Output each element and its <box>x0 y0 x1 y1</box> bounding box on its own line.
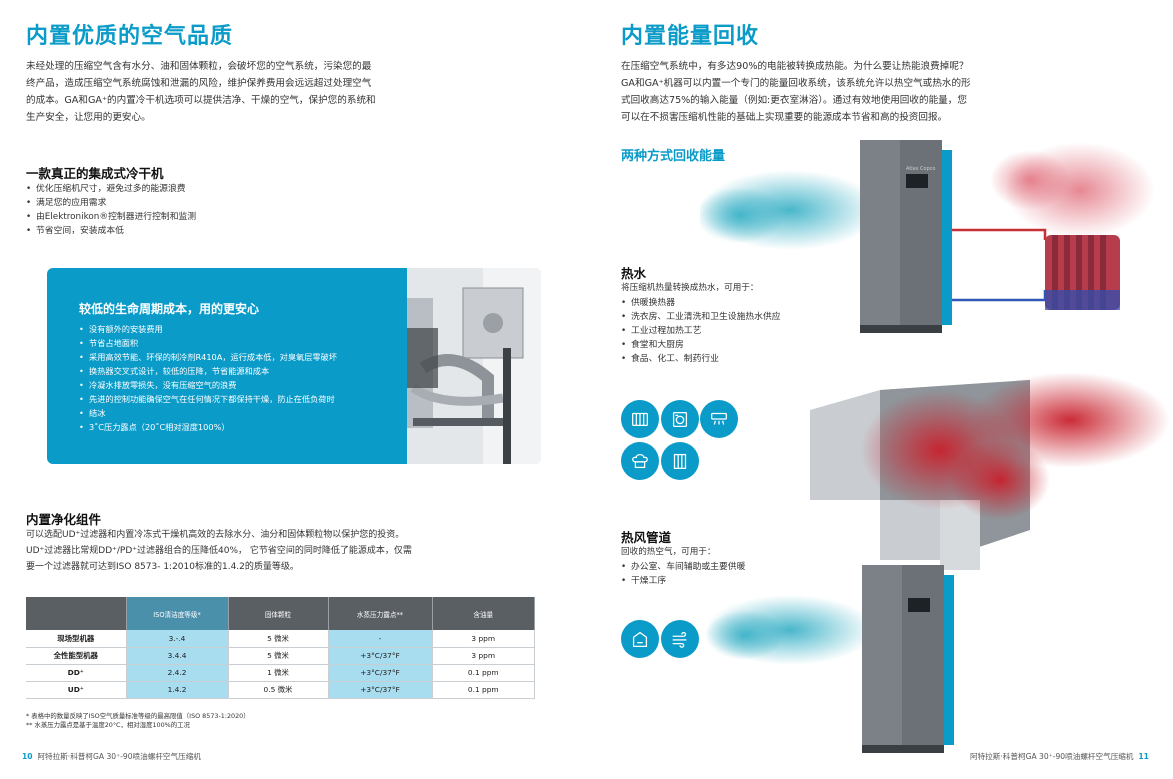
table-header: 固体颗粒 <box>228 597 329 630</box>
chef-hat-icon <box>621 442 659 480</box>
right-intro: 在压缩空气系统中，有多达90%的电能被转换成热能。为什么要让热能浪费掉呢？ GA… <box>621 61 971 123</box>
table-footnotes: * 表格中的数量反映了ISO空气质量标准等级的最高限值（ISO 8573-1:2… <box>26 712 250 729</box>
list-item: 工业过程加热工艺 <box>621 324 821 338</box>
factory-icon <box>661 442 699 480</box>
purity-table: ISO清洁度等级* 固体颗粒 水蒸压力露点** 含油量 现场型机器 3.-.4 … <box>26 597 535 699</box>
table-cell: 3 ppm <box>432 647 535 665</box>
list-item: 采用高效节能、环保的制冷剂R410A，运行成本低，对臭氧层零破坏 <box>79 350 399 364</box>
table-header: 水蒸压力露点** <box>328 597 433 630</box>
table-cell: 3.4.4 <box>126 647 229 665</box>
dryer-illustration <box>393 268 541 464</box>
table-header-row: ISO清洁度等级* 固体颗粒 水蒸压力露点** 含油量 <box>26 597 535 630</box>
hot-air-bullets: 办公室、车间辅助或主要供暖 干燥工序 <box>621 560 821 588</box>
page-number: 10 <box>22 752 33 761</box>
list-item: 节省空间，安装成本低 <box>26 224 386 238</box>
list-item: 换热器交叉式设计，较低的压降，节省能源和成本 <box>79 364 399 378</box>
list-item: 食品、化工、制药行业 <box>621 352 821 366</box>
table-cell: 2.4.2 <box>126 664 229 682</box>
left-page-footer: 10 阿特拉斯·科普柯GA 30⁺-90喷油螺杆空气压缩机 <box>22 751 201 762</box>
table-cell: 1.4.2 <box>126 681 229 699</box>
table-cell: - <box>328 630 433 648</box>
hot-air-lead: 回收的热空气，可用于： <box>621 547 716 557</box>
hot-water-bullets: 供暖换热器 洗衣房、工业清洗和卫生设施热水供应 工业过程加热工艺 食堂和大厨房 … <box>621 296 821 366</box>
table-row: UD⁺ 1.4.2 0.5 微米 +3°C/37°F 0.1 ppm <box>26 681 535 699</box>
table-cell: +3°C/37°F <box>328 664 433 682</box>
air-flow-icon <box>661 620 699 658</box>
left-page-title: 内置优质的空气品质 <box>26 24 234 49</box>
hot-air-duct-illustration <box>810 372 1170 570</box>
hot-water-lead: 将压缩机热量转换成热水，可用于： <box>621 283 759 293</box>
lifecycle-cost-box: 较低的生命周期成本，用的更安心 没有额外的安装费用 节省占地面积 采用高效节能、… <box>47 268 407 464</box>
box-title: 较低的生命周期成本，用的更安心 <box>79 302 260 316</box>
radiator-icon <box>621 400 659 438</box>
table-cell: +3°C/37°F <box>328 647 433 665</box>
machine-brand: Atlas Copco <box>906 166 935 172</box>
table-cell: +3°C/37°F <box>328 681 433 699</box>
right-page-title: 内置能量回收 <box>621 24 760 49</box>
table-cell: 现场型机器 <box>26 630 127 648</box>
recovery-heading: 两种方式回收能量 <box>621 149 726 164</box>
table-row: 全性能型机器 3.4.4 5 微米 +3°C/37°F 3 ppm <box>26 647 535 665</box>
table-header <box>26 597 127 630</box>
room-heating-icon <box>621 620 659 658</box>
list-item: 结冰 <box>79 406 399 420</box>
hot-air-heading: 热风管道 <box>621 530 672 545</box>
list-item: 由Elektronikon®控制器进行控制和监测 <box>26 210 386 224</box>
footer-text: 阿特拉斯·科普柯GA 30⁺-90喷油螺杆空气压缩机 <box>970 752 1134 761</box>
dryer-photo <box>393 268 541 464</box>
table-cell: 全性能型机器 <box>26 647 127 665</box>
table-cell: 5 微米 <box>228 630 329 648</box>
dryer-bullets: 优化压缩机尺寸，避免过多的能源浪费 满足您的应用需求 由Elektronikon… <box>26 182 386 238</box>
table-row: DD⁺ 2.4.2 1 微米 +3°C/37°F 0.1 ppm <box>26 664 535 682</box>
hot-air-machine-illustration <box>705 565 954 753</box>
shower-icon <box>700 400 738 438</box>
table-cell: 5 微米 <box>228 647 329 665</box>
page-number: 11 <box>1138 752 1149 761</box>
list-item: 供暖换热器 <box>621 296 821 310</box>
radiator <box>1045 235 1120 310</box>
table-cell: 3.-.4 <box>126 630 229 648</box>
table-cell: 0.5 微米 <box>228 681 329 699</box>
table-cell: 3 ppm <box>432 630 535 648</box>
table-row: 现场型机器 3.-.4 5 微米 - 3 ppm <box>26 630 535 648</box>
table-header: ISO清洁度等级* <box>126 597 229 630</box>
table-header: 含油量 <box>432 597 535 630</box>
list-item: 先进的控制功能确保空气在任何情况下都保持干燥，防止在低负荷时 <box>79 392 399 406</box>
list-item: 食堂和大厨房 <box>621 338 821 352</box>
laundry-icon <box>661 400 699 438</box>
list-item: 干燥工序 <box>621 574 821 588</box>
list-item: 没有额外的安装费用 <box>79 322 399 336</box>
list-item: 3˚C压力露点（20˚C相对湿度100%） <box>79 420 399 434</box>
hot-water-illustration: Atlas Copco <box>700 140 1155 333</box>
filter-heading: 内置净化组件 <box>26 512 102 527</box>
list-item: 洗衣房、工业清洗和卫生设施热水供应 <box>621 310 821 324</box>
list-item: 优化压缩机尺寸，避免过多的能源浪费 <box>26 182 386 196</box>
list-item: 满足您的应用需求 <box>26 196 386 210</box>
table-cell: 1 微米 <box>228 664 329 682</box>
right-page-footer: 阿特拉斯·科普柯GA 30⁺-90喷油螺杆空气压缩机 11 <box>970 751 1149 762</box>
table-cell: 0.1 ppm <box>432 681 535 699</box>
filter-text: 可以选配UD⁺过滤器和内置冷冻式干燥机高效的去除水分、油分和固体颗粒物以保护您的… <box>26 530 412 572</box>
table-cell: 0.1 ppm <box>432 664 535 682</box>
list-item: 节省占地面积 <box>79 336 399 350</box>
table-cell: UD⁺ <box>26 681 127 699</box>
list-item: 办公室、车间辅助或主要供暖 <box>621 560 821 574</box>
table-cell: DD⁺ <box>26 664 127 682</box>
hot-water-heading: 热水 <box>621 266 647 281</box>
footer-text: 阿特拉斯·科普柯GA 30⁺-90喷油螺杆空气压缩机 <box>37 752 201 761</box>
dryer-heading: 一款真正的集成式冷干机 <box>26 166 164 181</box>
list-item: 冷凝水排放零损失，没有压缩空气的浪费 <box>79 378 399 392</box>
left-intro: 未经处理的压缩空气含有水分、油和固体颗粒，会破坏您的空气系统，污染您的最 终产品… <box>26 61 376 123</box>
